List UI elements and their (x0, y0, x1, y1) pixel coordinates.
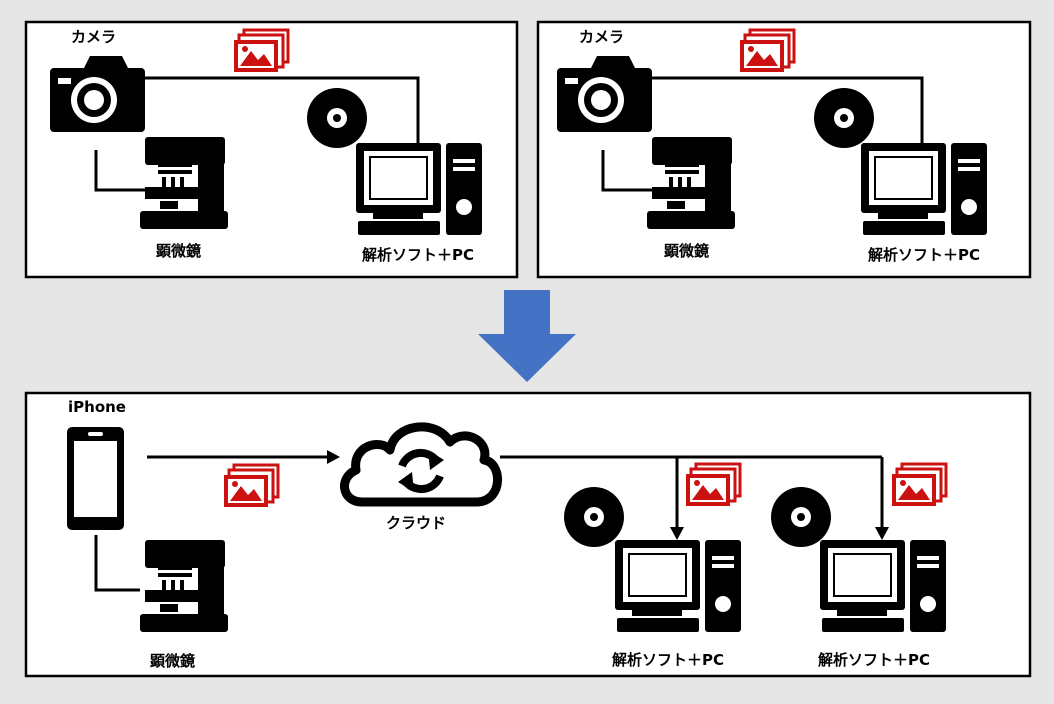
desktop-pc-icon (861, 143, 987, 235)
pc-label: 解析ソフト＋PC (612, 651, 725, 669)
desktop-pc-icon (820, 540, 946, 632)
camera-label: カメラ (71, 28, 117, 46)
disc-icon (307, 88, 367, 148)
phone-label: iPhone (68, 398, 126, 416)
arrowhead (670, 527, 684, 540)
microscope-label: 顕微鏡 (150, 652, 196, 670)
camera-to-pc-line (652, 76, 924, 143)
desktop-pc-icon (356, 143, 482, 235)
pc-label: 解析ソフト＋PC (818, 651, 931, 669)
image-stack-icon (738, 28, 796, 74)
image-stack-icon (232, 28, 290, 74)
camera-to-pc-line (145, 76, 420, 143)
pc-label: 解析ソフト＋PC (868, 246, 981, 264)
cloud-label: クラウド (386, 514, 447, 532)
microscope-label: 顕微鏡 (664, 242, 710, 260)
disc-icon (564, 487, 624, 547)
camera-to-microscope-line (601, 150, 652, 192)
image-stack-icon (890, 462, 948, 508)
image-stack-icon (222, 463, 280, 509)
phone-to-microscope-line (94, 535, 140, 592)
arrowhead (327, 450, 340, 464)
image-stack-icon (684, 462, 742, 508)
camera-label: カメラ (579, 28, 625, 46)
smartphone-icon (67, 427, 124, 530)
down-arrow-icon (478, 290, 576, 382)
disc-icon (814, 88, 874, 148)
desktop-pc-icon (615, 540, 741, 632)
camera-to-microscope-line (94, 150, 145, 192)
pc-label: 解析ソフト＋PC (362, 246, 475, 264)
microscope-label: 顕微鏡 (156, 242, 202, 260)
disc-icon (771, 487, 831, 547)
arrowhead (875, 527, 889, 540)
